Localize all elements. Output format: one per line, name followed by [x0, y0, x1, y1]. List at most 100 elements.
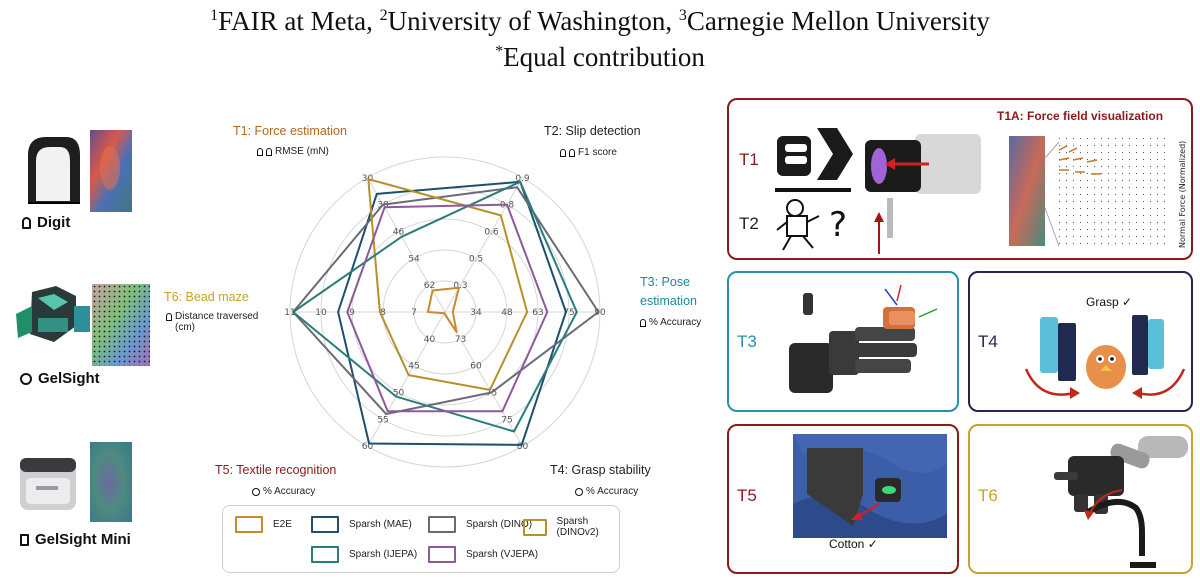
panel-t5: T5 Cotton ✓ [727, 424, 959, 574]
radar-spoke [367, 311, 446, 447]
grasp-label: Grasp ✓ [1086, 295, 1133, 309]
gelsight-shape-icon [20, 372, 32, 385]
dome-icon [640, 318, 646, 327]
task-title-t6: T6: Bead maze [164, 290, 249, 304]
legend-item-mae: Sparsh (MAE) [311, 516, 412, 533]
task-title-t3-line1: T3: Pose [640, 275, 691, 289]
force-field-title: T1A: Force field visualization [997, 109, 1164, 123]
radar-tick-label: 9 [349, 308, 355, 318]
grasp-illustration [1024, 315, 1186, 399]
chart-legend: E2E Sparsh (MAE) Sparsh (DINO) Sparsh (D… [222, 505, 620, 573]
svg-text:?: ? [829, 205, 847, 245]
gelsight-mini-shape-icon [20, 533, 29, 546]
radar-tick-label: 54 [408, 254, 420, 264]
bead-maze-image [1054, 436, 1188, 568]
robot-slip-icon: ? [775, 188, 851, 251]
task-title-t2: T2: Slip detection [544, 124, 641, 138]
radar-series-sparsh-ijepa [292, 180, 578, 433]
radar-series-sparsh-vjepa [346, 203, 549, 413]
panel-t1-t2: T1 T2 T1A: Force field visualization ? [727, 98, 1193, 260]
panel-label-t6: T6 [978, 486, 998, 505]
gelsight-sensor-image [16, 286, 90, 342]
panel-label-t5: T5 [737, 486, 757, 505]
sensor-label-digit: Digit [37, 214, 71, 231]
radar-tick-label: 62 [424, 281, 435, 291]
radar-tick-label: 75 [501, 415, 512, 425]
affiliation-text: FAIR at Meta, [218, 6, 380, 36]
radar-tick-label: 55 [377, 415, 388, 425]
digit-shape-icon [22, 216, 31, 229]
affiliation-superscript: 1 [210, 7, 219, 24]
radar-tick-label: 60 [362, 442, 374, 452]
metric-t5: % Accuracy [263, 486, 316, 497]
legend-item-e2e: E2E [235, 516, 292, 533]
legend-swatch [523, 518, 547, 536]
radar-tick-label: 0.5 [469, 254, 483, 264]
panel-t4: T4 Grasp ✓ [968, 271, 1193, 412]
textile-image [793, 434, 947, 538]
radar-spoke [444, 311, 523, 447]
radar-chart: 30384654620.90.80.60.50.3907563483480757… [284, 156, 606, 468]
radar-tick-label: 8 [380, 308, 386, 318]
hexagon-icon [252, 487, 260, 496]
panel-label-t3: T3 [737, 332, 757, 351]
affiliation-text: University of Washington, [387, 6, 679, 36]
metric-t1: RMSE (mN) [275, 146, 329, 157]
radar-tick-label: 90 [594, 308, 606, 318]
radar-tick-label: 50 [393, 389, 405, 399]
legend-swatch [311, 516, 339, 533]
equal-contribution-superscript: * [495, 43, 504, 60]
radar-tick-label: 10 [315, 308, 327, 318]
legend-item-vjepa: Sparsh (VJEPA) [428, 546, 538, 563]
radar-tick-label: 48 [501, 308, 513, 318]
panel-t3: T3 [727, 271, 959, 412]
affiliations-line: 1FAIR at Meta, 2University of Washington… [0, 6, 1200, 37]
panel-label-t2: T2 [739, 214, 759, 233]
task-title-t4: T4: Grasp stability [550, 463, 651, 477]
radar-tick-label: 0.9 [515, 174, 530, 184]
fist-icon [777, 128, 853, 180]
metric-t3: % Accuracy [649, 317, 702, 328]
digit-sensor-image [28, 137, 80, 204]
radar-tick-label: 0.6 [484, 227, 499, 237]
legend-swatch [235, 516, 263, 533]
radar-tick-label: 73 [455, 335, 466, 345]
metric-t4: % Accuracy [586, 486, 639, 497]
robot-hand-image [789, 284, 938, 393]
legend-swatch [311, 546, 339, 563]
dome-icon [569, 148, 575, 157]
digit-tactile-image [90, 130, 132, 212]
force-axis-label: Normal Force (Normalized) [1178, 141, 1187, 248]
radar-tick-label: 40 [424, 335, 436, 345]
radar-tick-label: 75 [563, 308, 574, 318]
radar-tick-label: 0.3 [453, 281, 467, 291]
radar-tick-label: 80 [517, 442, 529, 452]
radar-tick-label: 75 [486, 389, 497, 399]
legend-item-ijepa: Sparsh (IJEPA) [311, 546, 417, 563]
radar-series-e2e [426, 286, 460, 334]
sensor-force-illustration [865, 134, 981, 254]
cotton-label: Cotton ✓ [829, 537, 878, 551]
gelsight-mini-sensor-image [20, 458, 76, 510]
affiliation-superscript: 2 [379, 7, 388, 24]
panel-t6: T6 [968, 424, 1193, 574]
metric-t6-line2: (cm) [175, 322, 195, 333]
panel-label-t1: T1 [739, 150, 759, 169]
radar-tick-label: 63 [532, 308, 543, 318]
dome-icon [257, 147, 263, 156]
task-title-t3-line2: estimation [640, 294, 697, 308]
sensor-label-gelsight-mini: GelSight Mini [35, 531, 131, 548]
radar-tick-label: 46 [393, 227, 405, 237]
force-field-image: Normal Force (Normalized) [1009, 136, 1187, 248]
legend-item-dinov2: Sparsh (DINOv2) [523, 516, 619, 538]
radar-spoke [367, 177, 446, 313]
panel-label-t4: T4 [978, 332, 998, 351]
radar-tick-label: 45 [408, 362, 419, 372]
metric-t6-line1: Distance traversed [175, 311, 259, 322]
hexagon-icon [575, 487, 583, 496]
metric-t2: F1 score [578, 147, 617, 158]
dome-icon [266, 147, 272, 156]
gelsight-mini-tactile-image [90, 442, 132, 522]
affiliation-text: Carnegie Mellon University [686, 6, 990, 36]
legend-swatch [428, 516, 456, 533]
